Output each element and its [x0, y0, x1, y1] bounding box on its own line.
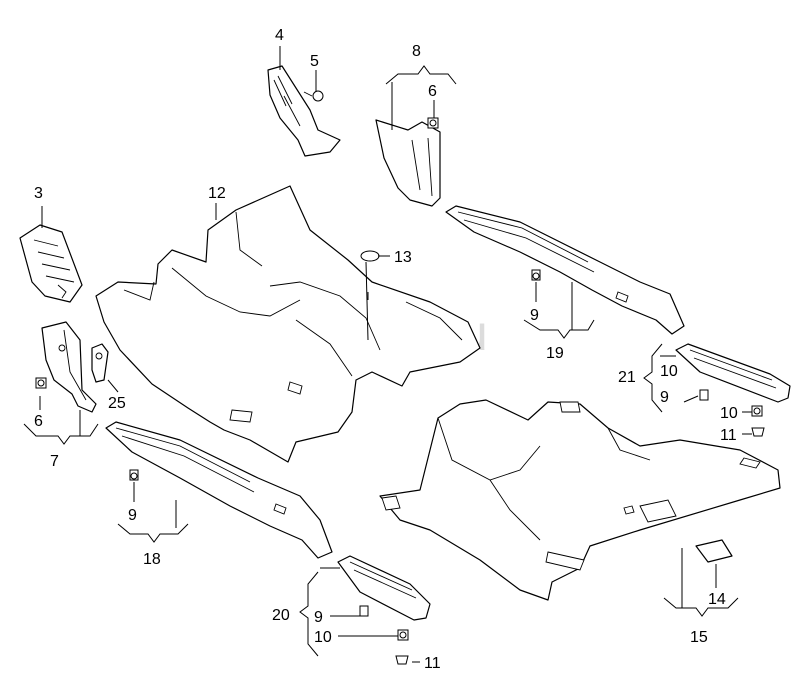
label-13: 13 — [394, 249, 412, 266]
part-20-step-plate-left[interactable] — [337, 555, 431, 621]
label-25: 25 — [108, 395, 126, 412]
part-9-screw-21[interactable] — [699, 389, 709, 401]
leader-lines — [39, 46, 752, 663]
label-8: 8 — [412, 43, 421, 60]
label-21: 21 — [618, 369, 636, 386]
label-9-19: 9 — [530, 307, 539, 324]
label-7: 7 — [50, 453, 59, 470]
label-19: 19 — [546, 345, 564, 362]
label-9-20: 9 — [314, 609, 323, 626]
part-21-step-plate-right[interactable] — [675, 343, 791, 403]
part-11-cap-20[interactable] — [395, 655, 409, 665]
part-6-clip-upper[interactable] — [427, 117, 439, 129]
group-braces — [23, 65, 739, 657]
label-9-18: 9 — [128, 507, 137, 524]
label-20: 20 — [272, 607, 290, 624]
part-9-screw-18[interactable] — [129, 469, 139, 481]
label-10-20: 10 — [314, 629, 332, 646]
part-9-screw-19[interactable] — [531, 269, 541, 281]
label-11-20: 11 — [424, 655, 441, 672]
part-18-sill-plate-left[interactable] — [105, 421, 333, 559]
label-15: 15 — [690, 629, 708, 646]
part-19-sill-plate-right[interactable] — [445, 205, 685, 335]
part-14-pad[interactable] — [695, 539, 733, 563]
part-7-bracket[interactable] — [41, 321, 97, 413]
label-14: 14 — [708, 591, 726, 608]
part-8-pillar-trim[interactable] — [375, 119, 441, 207]
part-labels: 3 4 5 6 8 12 13 6 25 7 9 19 21 10 9 10 1… — [34, 27, 738, 672]
label-18: 18 — [143, 551, 161, 568]
label-3: 3 — [34, 185, 43, 202]
label-10-21a: 10 — [660, 363, 678, 380]
part-10-nut-21[interactable] — [751, 405, 763, 417]
part-11-cap-21[interactable] — [751, 427, 765, 437]
part-13-plug[interactable] — [360, 250, 380, 262]
label-9-21: 9 — [660, 389, 669, 406]
part-6-clip-left[interactable] — [35, 377, 47, 389]
label-4: 4 — [275, 27, 284, 44]
label-12: 12 — [208, 185, 226, 202]
label-6-upper: 6 — [428, 83, 437, 100]
part-10-nut-20[interactable] — [397, 629, 409, 641]
part-25-clip[interactable] — [91, 343, 109, 383]
part-5-screw[interactable] — [303, 90, 324, 102]
part-9-screw-20[interactable] — [359, 605, 369, 617]
label-10-21b: 10 — [720, 405, 738, 422]
label-6-left: 6 — [34, 413, 43, 430]
label-11-21: 11 — [720, 427, 737, 444]
part-15-rear-carpet[interactable] — [379, 399, 781, 601]
part-4-trim-panel[interactable] — [267, 65, 341, 157]
part-12-front-carpet[interactable] — [95, 185, 481, 463]
label-5: 5 — [310, 53, 319, 70]
part-3-pedal-pad[interactable] — [19, 224, 83, 303]
